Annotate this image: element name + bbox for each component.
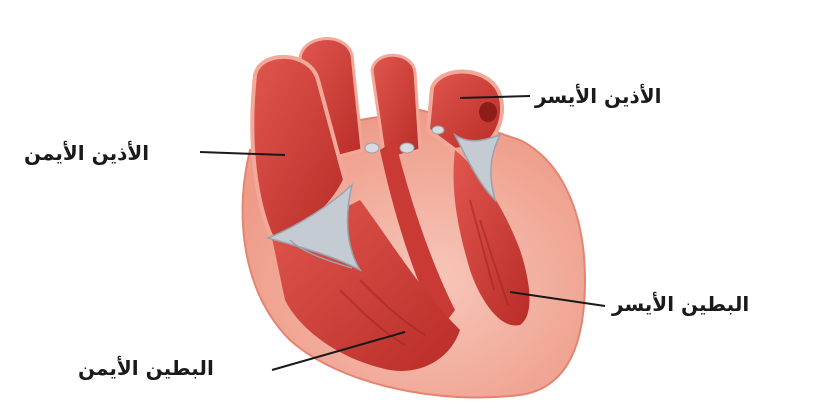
left-atrium-opening [479, 102, 497, 122]
aortic-valve [400, 143, 414, 153]
valve-small-3 [432, 126, 444, 134]
label-right-atrium: الأذين الأيمن [24, 143, 149, 163]
label-right-ventricle: البطين الأيمن [78, 358, 214, 378]
label-left-atrium: الأذين الأيسر [535, 86, 662, 106]
pulmonary-valve [365, 143, 379, 153]
label-left-ventricle: البطين الأيسر [612, 294, 749, 314]
